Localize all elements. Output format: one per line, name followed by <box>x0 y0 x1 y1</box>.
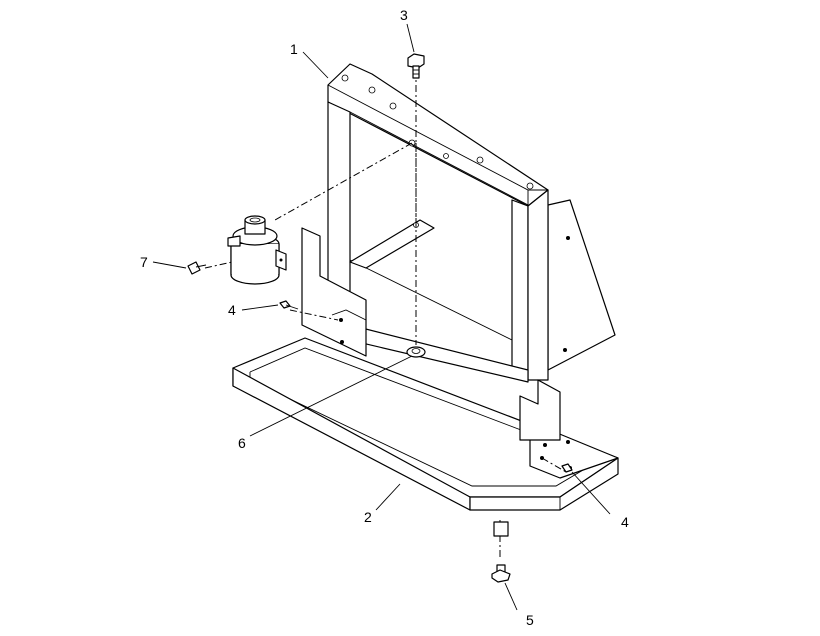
callout-4-right: 4 <box>621 514 629 530</box>
callout-5: 5 <box>526 612 534 628</box>
base-tray <box>232 337 619 511</box>
washer-6 <box>406 346 426 358</box>
bolt-3 <box>407 53 425 79</box>
screw-4-right <box>561 463 573 473</box>
assembly-centerlines <box>204 70 567 560</box>
callout-6: 6 <box>238 435 246 451</box>
leader-lines <box>152 23 611 611</box>
solenoid-assembly <box>187 215 287 285</box>
callout-3: 3 <box>400 7 408 23</box>
stud-5 <box>491 521 511 583</box>
callouts: 1 2 3 4 4 5 6 7 <box>140 7 629 628</box>
callout-1: 1 <box>290 41 298 57</box>
callout-2: 2 <box>364 509 372 525</box>
callout-4-left: 4 <box>228 302 236 318</box>
callout-7: 7 <box>140 254 148 270</box>
mounting-frame <box>301 63 616 441</box>
screw-4-left <box>279 300 299 310</box>
